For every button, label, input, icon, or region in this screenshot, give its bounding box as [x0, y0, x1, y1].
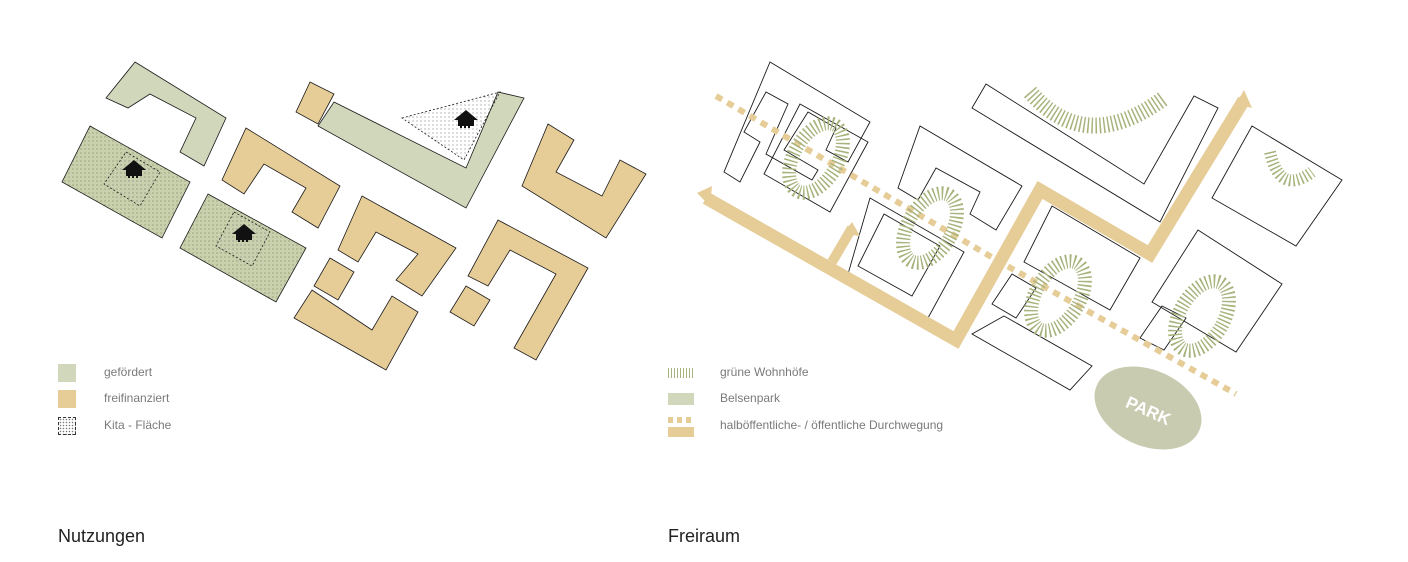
kita-icon [232, 224, 256, 242]
swatch-solid-path [668, 427, 694, 437]
building-outlines [723, 61, 1343, 391]
freiraum-diagram: PARK [697, 61, 1343, 450]
swatch-kita [58, 417, 76, 435]
building-freifinanziert-2 [293, 195, 457, 371]
legend-label: gefördert [104, 365, 153, 379]
building-freifinanziert-4 [449, 219, 589, 361]
nutzungen-diagram [61, 61, 647, 371]
building-gefoerdert-1 [105, 61, 227, 167]
swatch-dashed-path [668, 417, 694, 423]
building-freifinanziert-1 [221, 127, 341, 229]
building-gefoerdert-long [317, 91, 525, 209]
section-title-freiraum: Freiraum [668, 526, 741, 546]
legend-label: halböffentliche- / öffentliche Durchwegu… [720, 418, 944, 432]
swatch-freifinanziert [58, 390, 76, 408]
swatch-belsenpark [668, 393, 694, 405]
swatch-green-hatch [668, 368, 694, 378]
legend-label: freifinanziert [104, 391, 170, 405]
swatch-gefoerdert [58, 364, 76, 382]
building-gefoerdert-2 [61, 125, 191, 239]
legend-label: grüne Wohnhöfe [720, 365, 809, 379]
building-freifinanziert-3 [521, 123, 647, 239]
legend-label: Kita - Fläche [104, 418, 172, 432]
building-gefoerdert-3 [179, 193, 307, 303]
kita-icon [454, 110, 478, 128]
path-arrows [697, 90, 1252, 236]
section-title-nutzungen: Nutzungen [58, 526, 146, 546]
kita-icon [122, 160, 146, 178]
semi-public-path [714, 93, 1238, 397]
legend-label: Belsenpark [720, 391, 781, 405]
park-area: PARK [1094, 366, 1202, 450]
building-freifinanziert-small [295, 81, 335, 125]
